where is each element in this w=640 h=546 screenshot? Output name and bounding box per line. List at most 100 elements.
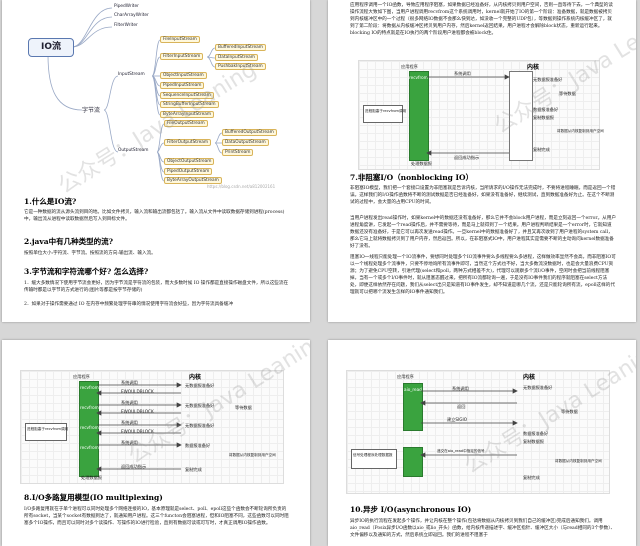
label-return: 返回 [457, 404, 466, 409]
label-app: 应用程序 [397, 374, 414, 379]
mindmap-input-child: FilterInputStream [160, 53, 204, 60]
document-page-3: 应用程序 内核 recvfrom recvfrom recvfrom recvf… [2, 340, 310, 546]
paragraph: 非阻塞IO模型，我们把一个套接口设置为非阻塞就是告诉内核，当所请求的I/O操作无… [350, 186, 616, 205]
mindmap-input-child: ByteArrayInputStream [160, 111, 215, 118]
async-io-diagram: 应用程序 内核 aio_read 信号处理程序处理数据报 系统调用 返回 建立S… [346, 370, 610, 494]
blocked-note [363, 105, 403, 123]
document-page-4: 应用程序 内核 aio_read 信号处理程序处理数据报 系统调用 返回 建立S… [328, 340, 636, 546]
label-copy-done: 复制完成 [523, 475, 540, 480]
mindmap-top-item: CharArrayWriter [114, 13, 149, 18]
recvfrom-bar [409, 71, 429, 161]
document-page-2: 应用程序调用一个IO函数，导致应用程序阻塞，如果数据已经准备好，从内核拷贝到用户… [328, 0, 636, 322]
mindmap-output-child: FilterOutputStream [164, 139, 212, 146]
nonblocking-io-arrows [96, 382, 182, 472]
mindmap-input-child: ObjectInputStream [160, 72, 207, 79]
label-no-data: 无数据报准备好 [185, 403, 215, 408]
label-data-ready: 数据报准备好 [533, 107, 559, 112]
label-copy-kernel-user: 将数据从内核复制到用户空间 [557, 129, 604, 133]
label-wait-data: 等待数据 [559, 91, 576, 96]
mindmap-lines [47, 7, 223, 182]
heading-async-io: 10.异步 I/O(asynchronous IO) [350, 505, 472, 514]
paragraph: 当用户进程发出read操作时，如果kernel中的数据还没有准备好，那么它并不会… [350, 216, 616, 249]
label-ewouldblock: EWOULDBLOCK [121, 389, 154, 394]
label-syscall: 系统调用 [452, 386, 469, 391]
label-no-data: 无数据报准备好 [185, 423, 215, 428]
mindmap-input-stream: InputStream [118, 72, 145, 77]
label-app: 应用程序 [401, 64, 418, 69]
paragraph: I/O多路复用就在于单个进程可以同时处理多个网络连接的IO，基本原理就是sele… [24, 507, 289, 526]
label-return-ok: 返回成功指示 [454, 155, 480, 160]
heading-what-is-io: 1.什么是IO流? [24, 197, 77, 206]
heading-byte-vs-char: 3.字节流和字符流哪个好? 怎么选择? [24, 267, 149, 276]
label-copy-kernel-user: 将数据从内核复制到用户空间 [229, 453, 276, 457]
paragraph: 异步IO的执行流程在发起多个操作，并让内核在整个操作(包括将数据从内核拷贝到我们… [350, 519, 616, 538]
paragraph: 2．如果对于操作需要通过 IO 在内存中频繁处理字符串的情况使用字符流会好些，因… [24, 302, 233, 307]
label-sigio: 建立SIGIO [447, 417, 468, 422]
label-no-data: 无数据报准备好 [533, 77, 563, 82]
label-async-call: aio_read [404, 387, 422, 392]
label-process-data: 处理数据报 [411, 161, 432, 166]
mindmap-input-child: FileInputStream [160, 36, 200, 43]
async-call-bar [403, 383, 423, 431]
paragraph: 按照单位大小:字符流、字节流。按照流的方向:输出流、输入流。 [24, 251, 156, 256]
heading-nonblocking-io: 7.非阻塞I/O（nonblocking IO） [350, 173, 474, 182]
mindmap-output-child: PipedOutputStream [164, 168, 213, 175]
label-kernel: 内核 [523, 374, 536, 381]
mindmap-input-child: StringBufferInputStream [160, 101, 219, 108]
label-copy-done: 复制完成 [533, 147, 550, 152]
label-kernel: 内核 [189, 374, 202, 381]
label-syscall: 系统调用 [121, 400, 138, 405]
label-syscall: 系统调用 [454, 71, 471, 76]
kernel-bar [509, 71, 533, 161]
handler-bar [403, 447, 423, 477]
label-no-data: 无数据报准备好 [185, 383, 215, 388]
label-copy-kernel-user: 将数据从内核复制到用户空间 [555, 459, 602, 463]
label-copy-data: 复制数据报 [533, 115, 554, 120]
mindmap-credit: https://blog.csdn.net/a812002161 [207, 184, 276, 189]
handler-note [351, 449, 397, 469]
mindmap-output-child: ObjectOutputStream [164, 158, 215, 165]
blocked-note [25, 423, 67, 441]
label-recvfrom: recvfrom [80, 385, 99, 390]
mindmap-filter-output-child: DataOutputStream [222, 139, 269, 146]
label-blocked: 进程阻塞于recvfrom调用 [365, 109, 407, 113]
mindmap-root: IO流 [28, 38, 74, 57]
nonblocking-io-diagram: 应用程序 内核 recvfrom recvfrom recvfrom recvf… [20, 370, 284, 484]
mindmap-filter-input-child: BufferedInputStream [215, 44, 266, 51]
label-no-data: 无数据报准备好 [523, 385, 553, 390]
label-wait-data: 等待数据 [235, 405, 252, 410]
paragraph: 它是一种数据的流从源头流到目的地。比如文件拷贝，输入流和输出流都包括了。输入流从… [24, 210, 285, 222]
mindmap-filter-output-child: BufferedOutputStream [222, 129, 277, 136]
blocking-io-arrows [426, 74, 510, 156]
label-wait-data: 等待数据 [561, 409, 578, 414]
label-ewouldblock: EWOULDBLOCK [121, 409, 154, 414]
paragraph: 1．缓大多数情况下使用字节流会更好，因为字节流是字符流的包装，而大多数时候 IO… [24, 281, 289, 293]
mindmap-filter-input-child: PushbakInputStream [215, 63, 266, 70]
label-data-ready: 数据报准备好 [185, 443, 211, 448]
mindmap-input-child: SequenceInputStream [160, 92, 214, 99]
mindmap-filter-output-child: PrintStream [222, 149, 254, 156]
label-recvfrom: recvfrom [80, 425, 99, 430]
paragraph: 应用程序调用一个IO函数，导致应用程序阻塞，如果数据已经准备好，从内核拷贝到用户… [350, 3, 613, 36]
mindmap-output-stream: OutputStream [118, 148, 149, 153]
label-syscall: 系统调用 [121, 440, 138, 445]
label-app: 应用程序 [73, 374, 90, 379]
label-process-data: 处理数据报 [81, 475, 102, 480]
label-copy-data: 复制数据报 [523, 439, 544, 444]
label-kernel: 内核 [527, 64, 540, 71]
heading-io-multiplexing: 8.I/O多路复用模型(IO multiplexing) [24, 493, 163, 502]
label-data-ready: 数据报准备好 [523, 431, 549, 436]
label-ewouldblock: EWOULDBLOCK [121, 429, 154, 434]
label-recvfrom: recvfrom [409, 75, 428, 80]
mindmap-input-child: PipedInputStream [160, 82, 205, 89]
mindmap-output-child: ByteArrayOutputStream [164, 177, 222, 184]
label-copy-done: 复制完成 [185, 467, 202, 472]
mindmap-top-item: PipedWriter [114, 4, 139, 9]
document-page-1: IO流 PipedWriter CharArrayWriter FilterWr… [2, 0, 310, 322]
mindmap-byte-stream: 字节流 [82, 107, 101, 114]
mindmap-top-item: FilterWriter [114, 23, 138, 28]
paragraph: 阻塞IO一线程只能处理一个IO流事件，要想同时处理多个IO流事件要么多线程要么多… [350, 255, 616, 295]
async-io-arrows [420, 388, 518, 458]
label-recvfrom: recvfrom [80, 405, 99, 410]
mindmap-output-child: FileOutputStream [164, 120, 208, 127]
